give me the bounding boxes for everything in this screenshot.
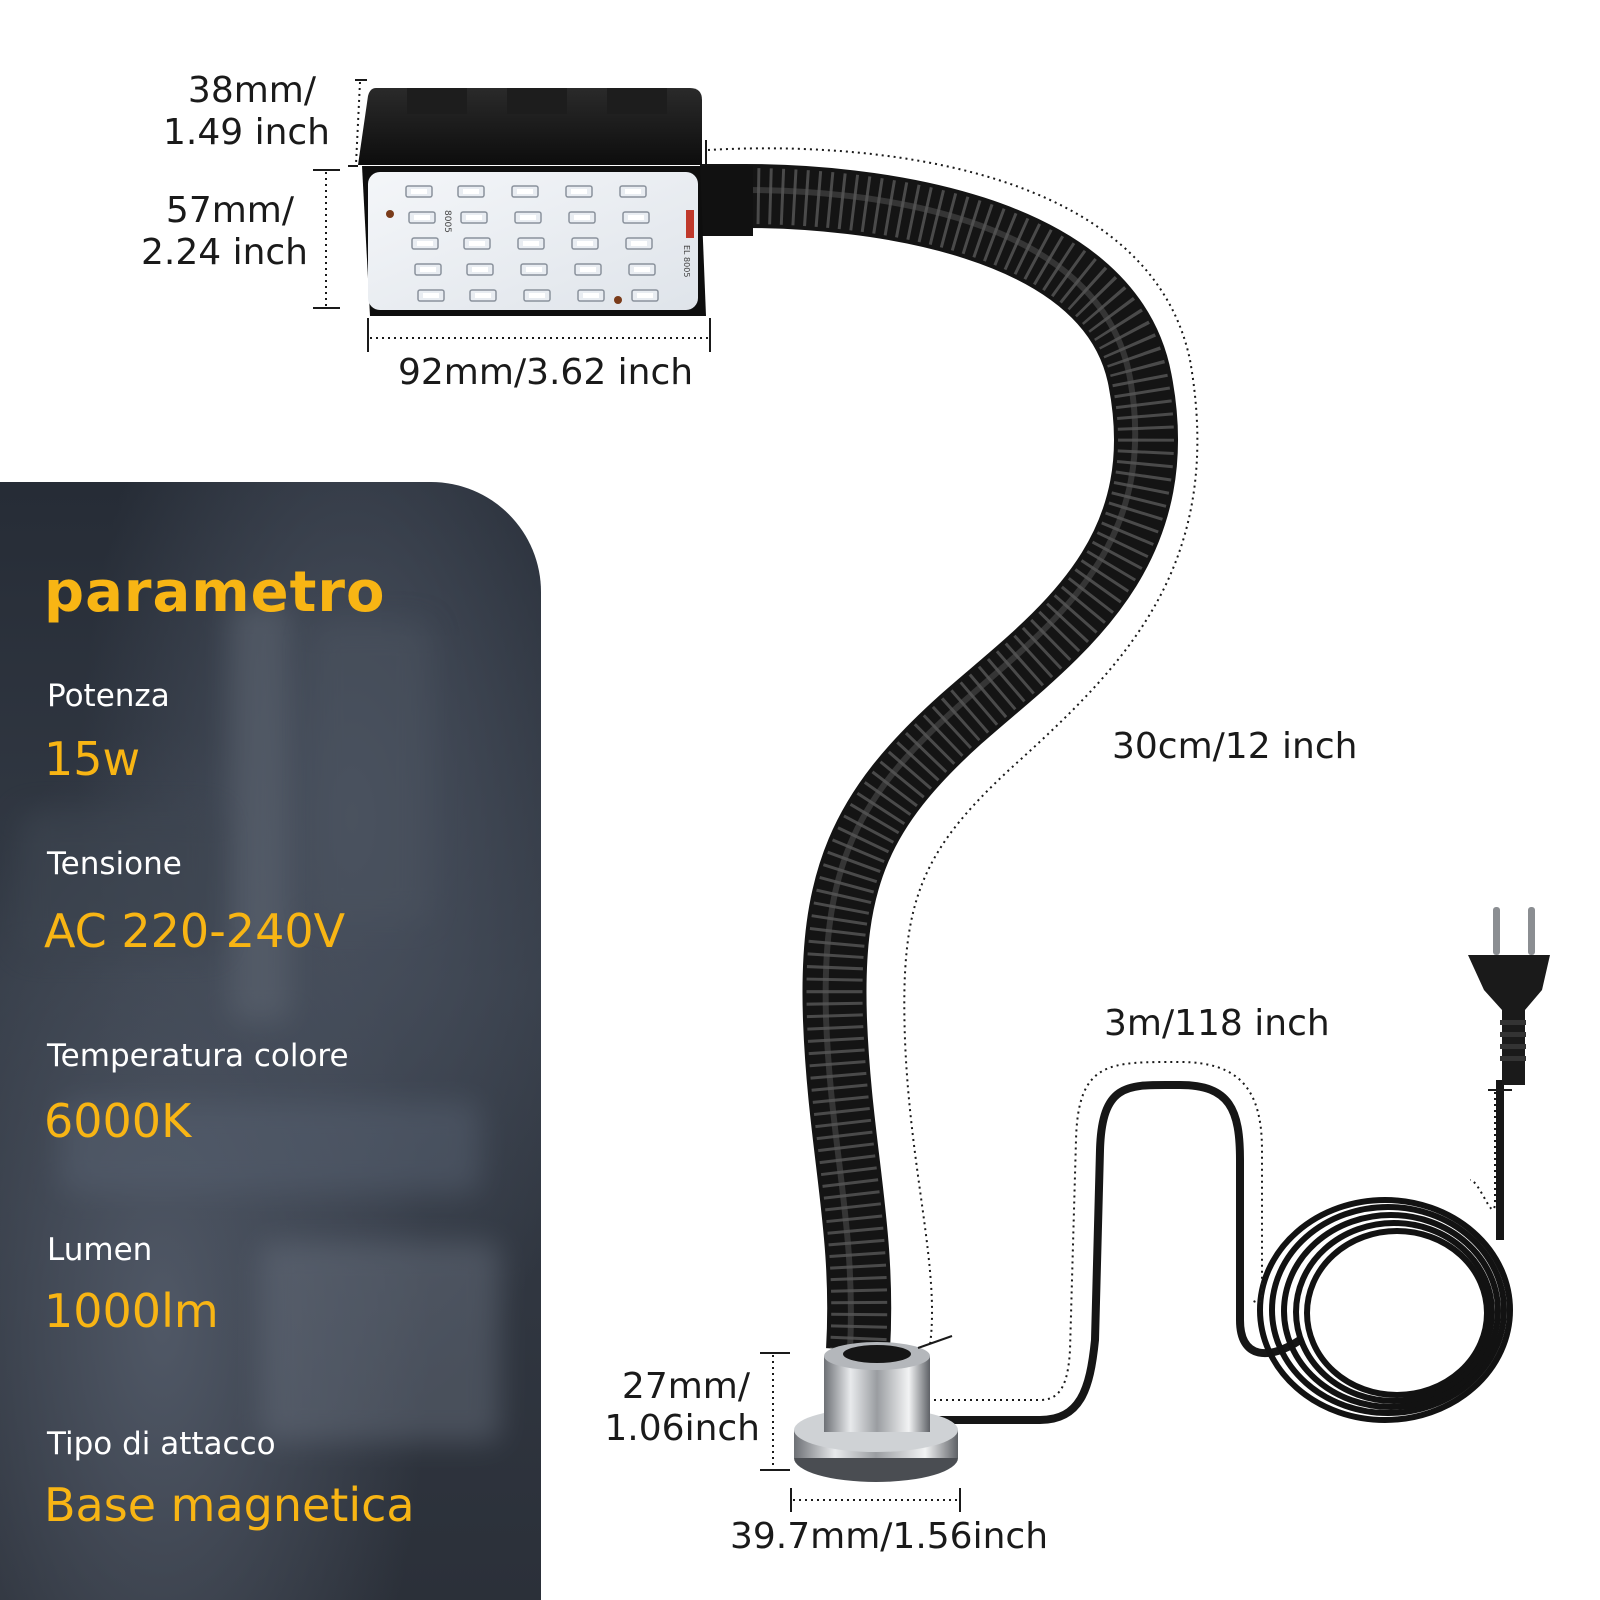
board-marking-1: 8005 xyxy=(442,210,452,233)
spec-value-lumen: 1000lm xyxy=(44,1284,219,1338)
led-emitter xyxy=(417,241,433,246)
head-height-inch: 2.24 inch xyxy=(140,231,308,273)
dimension-lines xyxy=(313,79,1512,1512)
led-emitter xyxy=(420,267,436,272)
led-emitter xyxy=(631,241,647,246)
base-height-inch: 1.06inch xyxy=(604,1407,760,1449)
base-height-label: 27mm/ 1.06inch xyxy=(590,1366,760,1450)
led-emitter xyxy=(580,267,596,272)
cable-coil xyxy=(1257,1197,1513,1423)
led-emitter xyxy=(463,189,479,194)
plug-icon xyxy=(1468,907,1550,1085)
led-emitter xyxy=(529,293,545,298)
led-emitter xyxy=(523,241,539,246)
led-emitter xyxy=(466,215,482,220)
base-height-mm: 27mm/ xyxy=(621,1366,750,1407)
spec-label-lumen: Lumen xyxy=(47,1232,153,1268)
spec-label-power: Potenza xyxy=(47,678,170,714)
spec-value-mount: Base magnetica xyxy=(44,1478,415,1532)
led-emitter xyxy=(414,215,430,220)
led-emitter xyxy=(472,267,488,272)
led-emitter xyxy=(637,293,653,298)
head-depth-inch: 1.49 inch xyxy=(162,111,330,153)
led-emitter xyxy=(475,293,491,298)
gooseneck-tube xyxy=(700,164,1178,1352)
board-marking-2: EL 8005 xyxy=(682,245,691,277)
head-depth-mm: 38mm/ xyxy=(187,70,316,111)
spec-title: parametro xyxy=(44,560,386,625)
spec-panel xyxy=(0,482,541,1600)
head-height-label: 57mm/ 2.24 inch xyxy=(120,190,308,274)
cable-length-label: 3m/118 inch xyxy=(1104,1003,1330,1044)
led-emitter xyxy=(526,267,542,272)
led-emitter xyxy=(625,189,641,194)
led-emitter xyxy=(423,293,439,298)
head-height-mm: 57mm/ xyxy=(165,190,294,231)
power-cable xyxy=(930,1080,1303,1424)
led-emitter xyxy=(520,215,536,220)
spec-value-power: 15w xyxy=(44,732,141,786)
led-emitter xyxy=(571,189,587,194)
led-emitter xyxy=(577,241,593,246)
led-emitter xyxy=(411,189,427,194)
spec-value-voltage: AC 220-240V xyxy=(44,904,346,958)
head-width-label: 92mm/3.62 inch xyxy=(398,352,694,393)
head-depth-label: 38mm/ 1.49 inch xyxy=(150,70,330,154)
led-emitter xyxy=(517,189,533,194)
magnetic-base xyxy=(794,1342,958,1482)
led-emitter xyxy=(469,241,485,246)
spec-label-color-temp: Temperatura colore xyxy=(47,1038,349,1074)
led-emitter xyxy=(628,215,644,220)
led-emitter xyxy=(574,215,590,220)
gooseneck-length-label: 30cm/12 inch xyxy=(1112,726,1358,767)
spec-label-mount: Tipo di attacco xyxy=(47,1426,276,1462)
lamp-head: 8005 EL 8005 xyxy=(358,88,753,316)
led-array xyxy=(405,185,659,302)
base-diameter-label: 39.7mm/1.56inch xyxy=(730,1516,1049,1557)
led-emitter xyxy=(583,293,599,298)
spec-value-color-temp: 6000K xyxy=(44,1094,192,1148)
led-emitter xyxy=(634,267,650,272)
spec-label-voltage: Tensione xyxy=(47,846,182,882)
